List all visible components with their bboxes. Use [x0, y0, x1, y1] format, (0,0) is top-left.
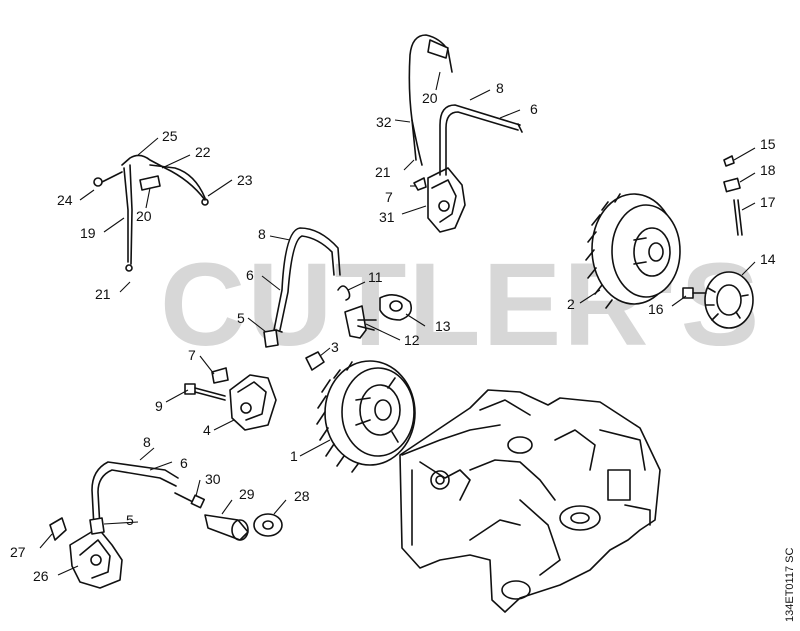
callout-7-middle: 7 [188, 347, 196, 363]
callout-21-left: 21 [95, 286, 111, 302]
callouts: 1 2 3 4 5 5 6 6 6 7 7 8 8 8 9 11 12 13 1… [10, 80, 776, 584]
ignition-module-part-26 [49, 461, 283, 589]
ignition-module-part-4 [184, 227, 341, 431]
flywheel-part-2 [585, 193, 681, 309]
callout-32: 32 [376, 114, 392, 130]
callout-29: 29 [239, 486, 255, 502]
callout-15: 15 [760, 136, 776, 152]
leader-lines [39, 71, 756, 576]
callout-28: 28 [294, 488, 310, 504]
starter-assembly-part-14 [704, 271, 754, 329]
ground-cable-assembly [93, 154, 209, 272]
callout-27: 27 [10, 544, 26, 560]
callout-16: 16 [648, 301, 664, 317]
callout-24: 24 [57, 192, 73, 208]
callout-2: 2 [567, 296, 575, 312]
callout-31: 31 [379, 209, 395, 225]
callout-14: 14 [760, 251, 776, 267]
callout-8-middle: 8 [258, 226, 266, 242]
callout-4: 4 [203, 422, 211, 438]
callout-23: 23 [237, 172, 253, 188]
ignition-module-part-31 [408, 34, 523, 233]
callout-21-top: 21 [375, 164, 391, 180]
callout-5-bottom: 5 [126, 512, 134, 528]
callout-9: 9 [155, 398, 163, 414]
callout-5-middle: 5 [237, 310, 245, 326]
callout-6-middle: 6 [246, 267, 254, 283]
callout-19: 19 [80, 225, 96, 241]
callout-3: 3 [331, 339, 339, 355]
callout-17: 17 [760, 194, 776, 210]
callout-30: 30 [205, 471, 221, 487]
callout-26: 26 [33, 568, 49, 584]
callout-20-left: 20 [136, 208, 152, 224]
callout-20-top: 20 [422, 90, 438, 106]
screw-part-16 [682, 287, 707, 299]
callout-12: 12 [404, 332, 420, 348]
callout-7-top: 7 [385, 189, 393, 205]
callout-6-bottom: 6 [180, 455, 188, 471]
callout-18: 18 [760, 162, 776, 178]
callout-11: 11 [368, 269, 383, 285]
callout-8-top: 8 [496, 80, 504, 96]
callout-25: 25 [162, 128, 178, 144]
callout-6-top: 6 [530, 101, 538, 117]
diagram-code: 134ET0117 SC [784, 548, 796, 622]
flywheel-part-1 [316, 360, 416, 473]
callout-8-bottom: 8 [143, 434, 151, 450]
pin-parts-15-18-17 [723, 155, 743, 236]
callout-13: 13 [435, 318, 451, 334]
parts-11-12-13 [337, 285, 413, 339]
crankcase [399, 389, 661, 613]
callout-1: 1 [290, 448, 298, 464]
callout-22: 22 [195, 144, 211, 160]
